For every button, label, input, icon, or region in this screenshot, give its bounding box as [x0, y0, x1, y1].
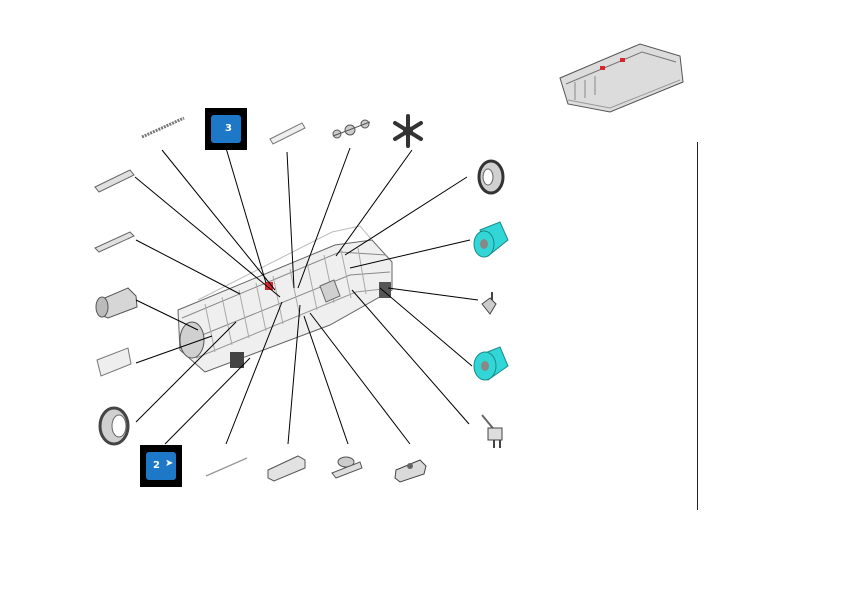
- ring-left: [98, 406, 130, 446]
- cyan-roller-lower: [473, 346, 509, 381]
- cyan-roller-upper: [473, 221, 509, 258]
- callout-icon-bottom: 2 ➤: [140, 445, 182, 487]
- side-divider: [697, 142, 698, 510]
- bushing-set: [332, 119, 371, 139]
- sensor-probe: [481, 414, 503, 448]
- fan-gear: [393, 114, 423, 148]
- leader-lines: [134, 147, 479, 445]
- rod-small-top: [269, 122, 306, 145]
- callout-arrow-icon: 2 ➤: [146, 452, 176, 480]
- clip-assembly-bottom: [394, 459, 427, 483]
- roller-gear: [95, 287, 138, 319]
- knob-bottom: [331, 456, 363, 479]
- arrow-right-icon: ➤: [165, 458, 174, 469]
- clip-small: [481, 292, 497, 315]
- ring-right: [477, 159, 505, 195]
- callout-icon-top: 3: [205, 108, 247, 150]
- pin-left: [94, 231, 135, 253]
- spring-top: [141, 116, 185, 139]
- sleeve: [96, 347, 132, 377]
- thumbnail-assembly: [559, 43, 684, 113]
- pin-long-left: [94, 169, 135, 193]
- callout-badge-icon: 3: [211, 115, 241, 143]
- main-fuser-assembly: [177, 225, 393, 373]
- callout-number: 3: [225, 123, 232, 134]
- callout-number: 2: [153, 460, 160, 471]
- thin-rod-bottom: [205, 457, 248, 477]
- bracket-bottom: [267, 455, 306, 482]
